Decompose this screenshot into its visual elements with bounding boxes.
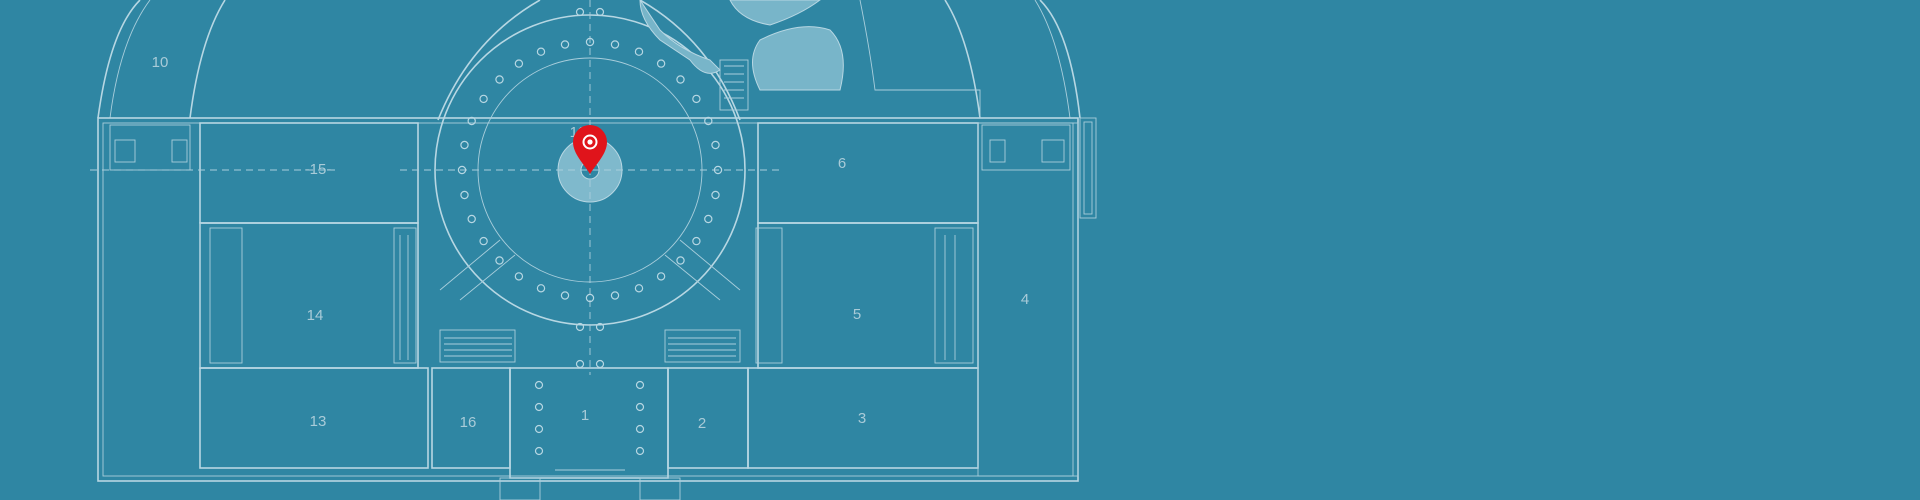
rotunda-column [514, 59, 524, 68]
room-label-3: 3 [858, 410, 866, 427]
room-label-13: 13 [310, 413, 327, 430]
rotunda-column [467, 116, 476, 126]
room-label-14: 14 [307, 307, 324, 324]
rotunda-column [711, 140, 720, 150]
rotunda-column [656, 59, 666, 68]
rotunda-column [676, 75, 685, 84]
right-wing [667, 122, 1079, 477]
room-label-10: 10 [152, 54, 169, 71]
rotunda-column [585, 37, 595, 47]
rotunda-column [536, 284, 546, 293]
rotunda-column [457, 165, 467, 175]
rotunda-column [713, 165, 723, 175]
room-label-1: 1 [581, 407, 589, 424]
rotunda-column [560, 40, 570, 49]
rotunda-column [692, 236, 701, 246]
rotunda-column [585, 293, 595, 303]
rotunda-column [536, 47, 546, 56]
rotunda-column [495, 75, 504, 84]
left-wing [90, 122, 511, 469]
garden [639, 0, 981, 118]
rotunda-column [460, 190, 469, 200]
room-label-5: 5 [853, 306, 861, 323]
room-label-15: -15- [305, 161, 332, 178]
rotunda-column [634, 47, 644, 56]
room-labels: 1 2 3 4 5 6 10 12 13 14 -15- 16 [152, 54, 1030, 432]
rotunda-column [460, 140, 469, 150]
room-label-6: 6 [838, 155, 846, 172]
rotunda-column [704, 214, 713, 224]
rotunda-column [676, 256, 685, 265]
rotunda-column [479, 94, 488, 104]
rotunda-column [692, 94, 701, 104]
outer-arcs [97, 0, 1081, 119]
rotunda-column [634, 284, 644, 293]
rotunda-columns [457, 37, 723, 303]
room-label-16: 16 [460, 414, 477, 431]
rotunda-column [467, 214, 476, 224]
rotunda-column [610, 40, 620, 49]
room-label-2: 2 [698, 415, 706, 432]
rotunda-column [514, 272, 524, 281]
entrance-hall [499, 7, 681, 500]
rotunda-column [656, 272, 666, 281]
rotunda-column [704, 116, 713, 126]
rotunda-column [711, 190, 720, 200]
rotunda-column [560, 291, 570, 300]
room-label-4: 4 [1021, 291, 1029, 308]
rotunda-column [495, 256, 504, 265]
rotunda [400, 0, 780, 375]
location-pin-icon[interactable] [573, 125, 607, 174]
rotunda-column [610, 291, 620, 300]
rotunda-column [479, 236, 488, 246]
